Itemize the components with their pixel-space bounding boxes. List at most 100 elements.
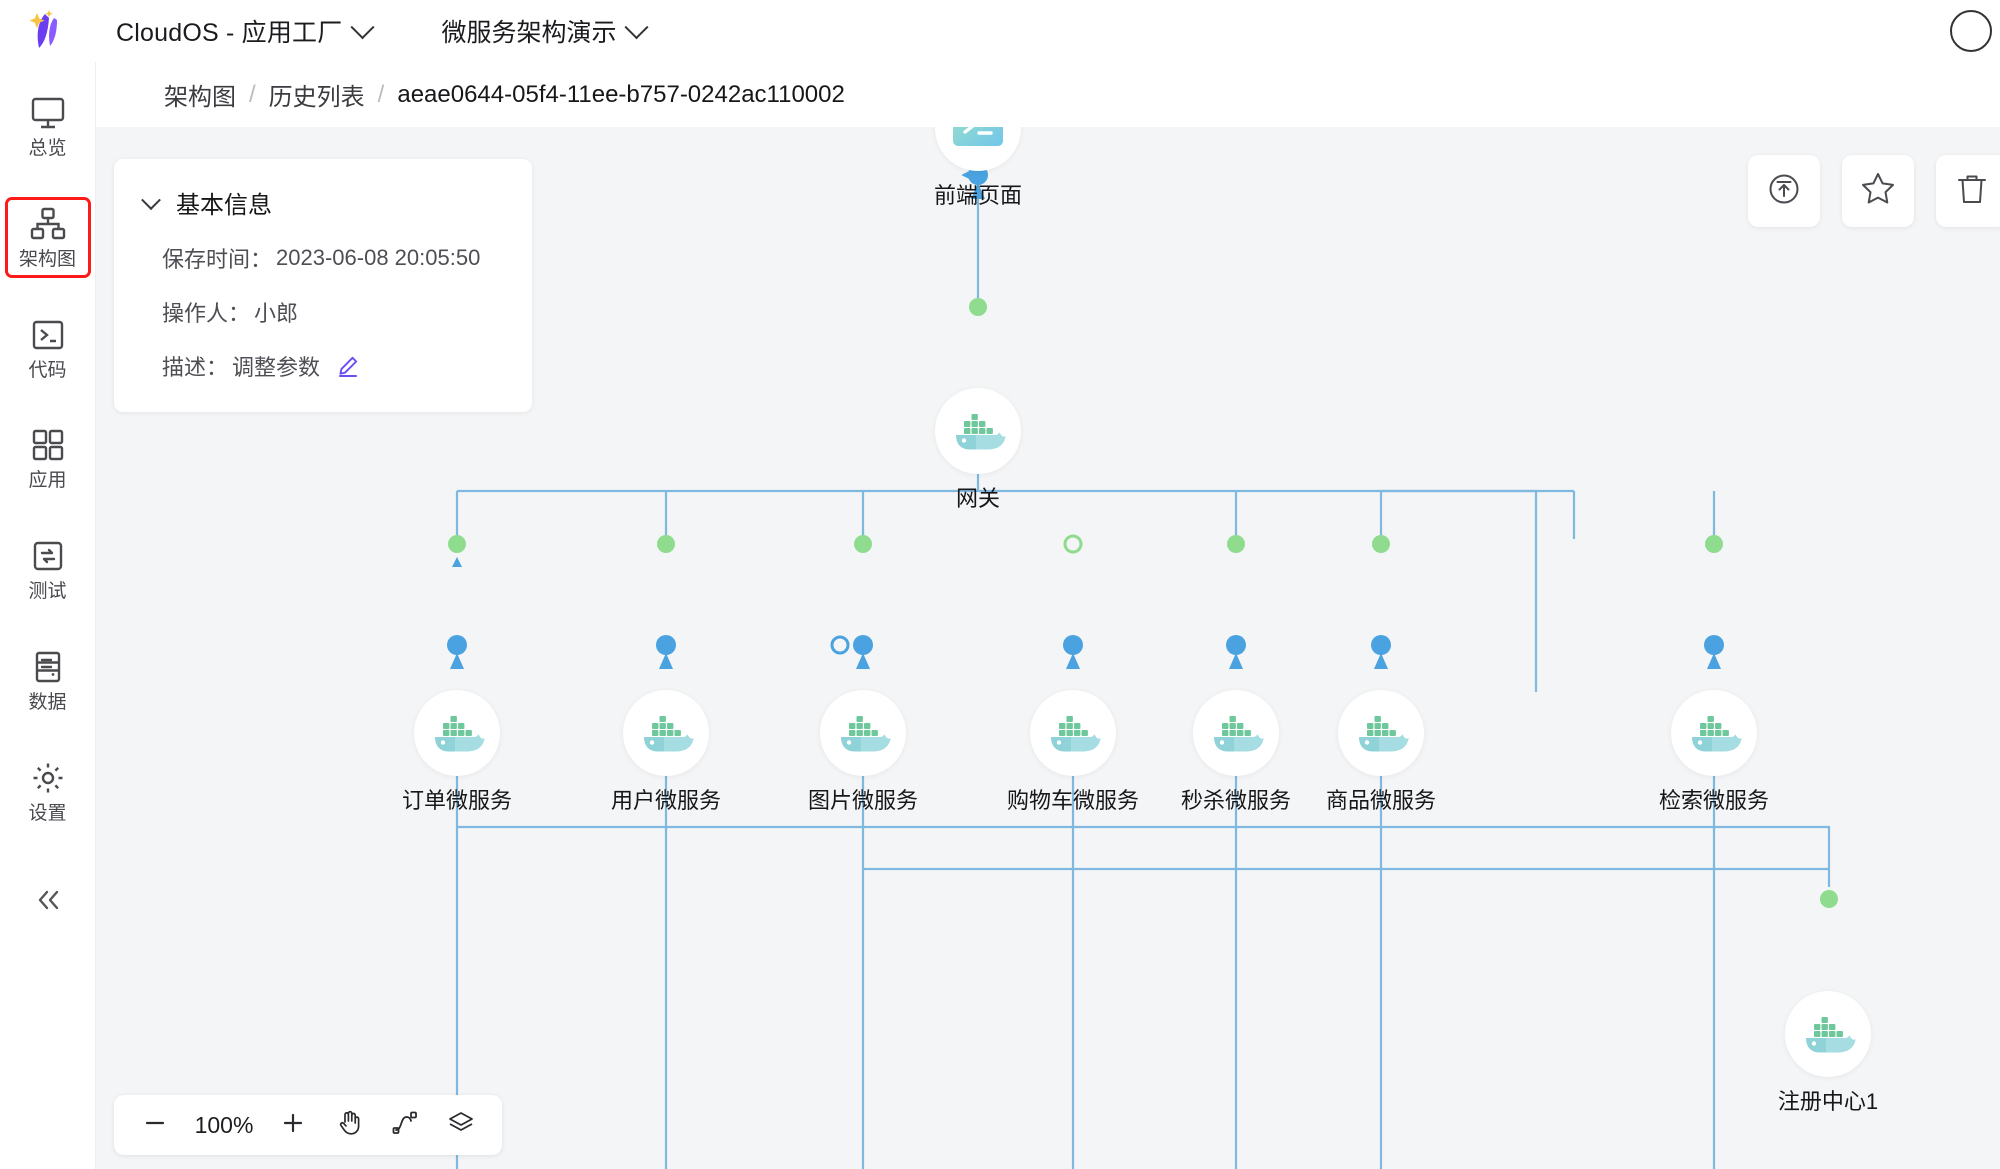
node-avatar xyxy=(1193,690,1279,776)
info-value: 小郎 xyxy=(254,301,299,326)
node-avatar xyxy=(820,690,906,776)
info-label: 描述： xyxy=(162,355,229,380)
upload-circle-icon xyxy=(1766,171,1802,212)
sidebar-item-data[interactable]: 数据 xyxy=(11,644,85,717)
export-button[interactable] xyxy=(1748,155,1820,227)
diagram-node-seckill[interactable]: 秒杀微服务 xyxy=(1180,690,1292,815)
sitemap-icon xyxy=(30,205,66,243)
avatar[interactable] xyxy=(1950,10,1992,52)
node-avatar xyxy=(414,690,500,776)
sidebar-item-label: 架构图 xyxy=(18,248,76,270)
connector-tool-button[interactable] xyxy=(380,1100,430,1150)
sidebar-item-overview[interactable]: 总览 xyxy=(11,90,85,163)
sidebar-item-settings[interactable]: 设置 xyxy=(11,755,85,828)
breadcrumb-item-current: aeae0644-05f4-11ee-b757-0242ac110002 xyxy=(397,80,845,108)
breadcrumb-item-architecture[interactable]: 架构图 xyxy=(164,84,236,111)
docker-whale-icon xyxy=(1686,708,1742,759)
info-value: 2023-06-08 20:05:50 xyxy=(276,245,481,270)
info-label: 保存时间： xyxy=(162,247,273,272)
sidebar-item-label: 总览 xyxy=(28,138,67,159)
sidebar-item-label: 设置 xyxy=(28,802,67,824)
node-label: 注册中心1 xyxy=(1777,1089,1879,1114)
sidebar-item-label: 应用 xyxy=(28,470,67,492)
diagram-node-image[interactable]: 图片微服务 xyxy=(807,690,919,815)
sidebar-item-label: 代码 xyxy=(28,359,67,381)
diagram-node-product[interactable]: 商品微服务 xyxy=(1325,690,1437,815)
diagram-node-gateway[interactable]: 网关 xyxy=(922,388,1034,513)
node-label: 图片微服务 xyxy=(807,788,918,813)
diagram-node-user[interactable]: 用户微服务 xyxy=(610,690,722,815)
terminal-icon xyxy=(31,316,65,354)
docker-whale-icon xyxy=(638,708,694,759)
docker-whale-icon xyxy=(950,406,1006,457)
diagram-node-registry1[interactable]: 注册中心1 xyxy=(1772,991,1884,1116)
sidebar-collapse-button[interactable] xyxy=(20,876,76,932)
diagram-node-cart[interactable]: 购物车微服务 xyxy=(1007,690,1139,815)
node-avatar xyxy=(1030,690,1116,776)
layers-icon xyxy=(447,1109,475,1142)
sidebar-item-test[interactable]: 测试 xyxy=(11,533,85,606)
delete-button[interactable] xyxy=(1936,155,2000,227)
chevron-down-icon[interactable] xyxy=(141,189,161,210)
zoom-out-button[interactable] xyxy=(130,1100,180,1150)
favorite-button[interactable] xyxy=(1842,155,1914,227)
topbar-right-group xyxy=(1950,0,2000,62)
node-label: 网关 xyxy=(955,486,1000,511)
node-avatar xyxy=(623,690,709,776)
info-value: 调整参数 xyxy=(232,355,321,380)
layers-button[interactable] xyxy=(436,1100,486,1150)
breadcrumb-item-history[interactable]: 历史列表 xyxy=(268,84,365,111)
plus-icon xyxy=(280,1110,306,1141)
pan-tool-button[interactable] xyxy=(324,1100,374,1150)
docker-whale-icon xyxy=(1045,708,1101,759)
terminal-window-icon xyxy=(951,127,1005,153)
info-row-description: 描述： 调整参数 xyxy=(114,350,532,382)
chevron-down-icon xyxy=(350,14,375,39)
info-row-save-time: 保存时间： 2023-06-08 20:05:50 xyxy=(114,242,532,274)
architecture-canvas[interactable]: 前端页面 网关 xyxy=(96,127,2000,1169)
basic-info-panel: 基本信息 保存时间： 2023-06-08 20:05:50 操作人： 小郎 描… xyxy=(114,159,532,412)
node-label: 检索微服务 xyxy=(1658,788,1769,813)
double-chevron-left-icon xyxy=(32,886,64,922)
sidebar-item-code[interactable]: 代码 xyxy=(11,312,85,385)
sidebar-item-apps[interactable]: 应用 xyxy=(11,422,85,495)
app-title-menu[interactable]: CloudOS - 应用工厂 xyxy=(116,13,375,49)
panel-title: 基本信息 xyxy=(176,192,272,219)
project-title: 微服务架构演示 xyxy=(441,19,617,47)
node-avatar xyxy=(1338,690,1424,776)
sidebar: 总览 架构图 代码 xyxy=(0,62,96,1169)
diagram-node-frontend[interactable]: 前端页面 xyxy=(922,127,1034,210)
node-label: 订单微服务 xyxy=(401,788,512,813)
project-title-menu[interactable]: 微服务架构演示 xyxy=(441,13,650,49)
node-label: 前端页面 xyxy=(933,183,1022,208)
breadcrumb-separator: / xyxy=(377,80,385,108)
zoom-level[interactable]: 100% xyxy=(194,1111,254,1138)
sidebar-item-label: 测试 xyxy=(28,581,67,603)
monitor-icon xyxy=(30,94,66,132)
diagram-node-order[interactable]: 订单微服务 xyxy=(401,690,513,815)
basic-info-header[interactable]: 基本信息 xyxy=(114,185,532,220)
app-logo[interactable] xyxy=(0,0,96,62)
sidebar-item-label: 数据 xyxy=(28,691,67,713)
node-avatar xyxy=(935,127,1021,171)
breadcrumb-separator: / xyxy=(249,80,256,108)
breadcrumb: 架构图 / 历史列表 / aeae0644-05f4-11ee-b757-024… xyxy=(96,62,2000,127)
info-label: 操作人： xyxy=(162,301,251,326)
node-avatar xyxy=(935,388,1021,474)
trash-icon xyxy=(1954,171,1990,212)
zoom-in-button[interactable] xyxy=(268,1100,318,1150)
hand-icon xyxy=(336,1109,363,1141)
docker-whale-icon xyxy=(1800,1009,1856,1060)
port-out xyxy=(448,298,1838,908)
canvas-action-buttons xyxy=(1748,155,2000,227)
minus-icon xyxy=(142,1110,168,1141)
top-bar: CloudOS - 应用工厂 微服务架构演示 xyxy=(0,0,2000,62)
pencil-edit-icon[interactable] xyxy=(336,354,360,378)
diagram-node-search[interactable]: 检索微服务 xyxy=(1658,690,1770,815)
diagram-edges xyxy=(447,165,1838,1169)
node-label: 商品微服务 xyxy=(1325,788,1436,813)
sidebar-item-architecture[interactable]: 架构图 xyxy=(4,196,91,278)
zoom-toolbar: 100% xyxy=(114,1095,502,1155)
gear-icon xyxy=(31,759,65,797)
chevron-down-icon xyxy=(624,14,650,39)
